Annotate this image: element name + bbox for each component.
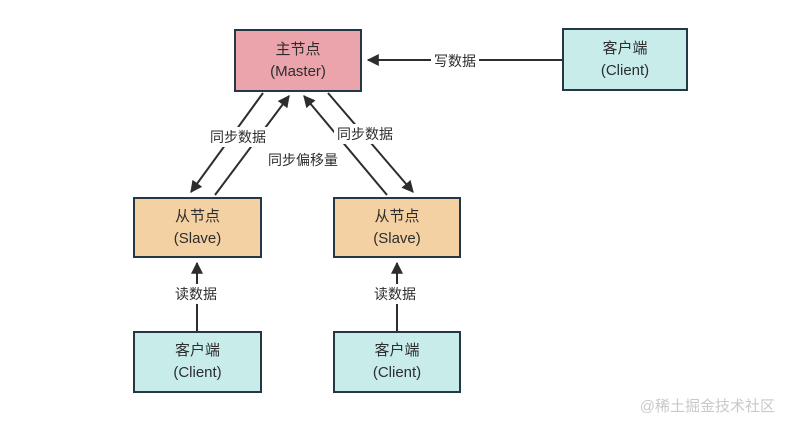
slave-left-subtitle: (Slave) <box>173 229 222 247</box>
master-node-title: 主节点 <box>275 40 321 58</box>
write-data-label: 写数据 <box>431 51 479 71</box>
client-bottom-middle-node: 客户端 (Client) <box>333 331 461 393</box>
client-top-right-subtitle: (Client) <box>600 61 650 79</box>
sync-data-left-label: 同步数据 <box>207 127 269 147</box>
client-top-right-node: 客户端 (Client) <box>562 28 688 91</box>
client-bottom-left-node: 客户端 (Client) <box>133 331 262 393</box>
master-node-subtitle: (Master) <box>270 62 326 80</box>
slave-right-title: 从节点 <box>374 207 420 225</box>
sync-offset-right-arrow <box>303 95 388 196</box>
client-bottom-left-subtitle: (Client) <box>173 364 222 381</box>
master-node: 主节点 (Master) <box>234 29 362 92</box>
client-bottom-left-title: 客户端 <box>174 342 220 360</box>
watermark: @稀土掘金技术社区 <box>639 398 775 415</box>
sync-data-right-label: 同步数据 <box>334 124 396 144</box>
slave-right-subtitle: (Slave) <box>373 229 421 247</box>
slave-right-node: 从节点 (Slave) <box>333 197 461 258</box>
read-data-left-label: 读数据 <box>172 284 220 304</box>
read-data-right-label: 读数据 <box>371 284 419 304</box>
slave-left-title: 从节点 <box>174 207 220 225</box>
slave-left-node: 从节点 (Slave) <box>133 197 262 258</box>
client-top-right-title: 客户端 <box>602 39 648 57</box>
sync-offset-label: 同步偏移量 <box>265 150 341 170</box>
client-bottom-middle-subtitle: (Client) <box>372 364 422 381</box>
client-bottom-middle-title: 客户端 <box>374 342 420 360</box>
